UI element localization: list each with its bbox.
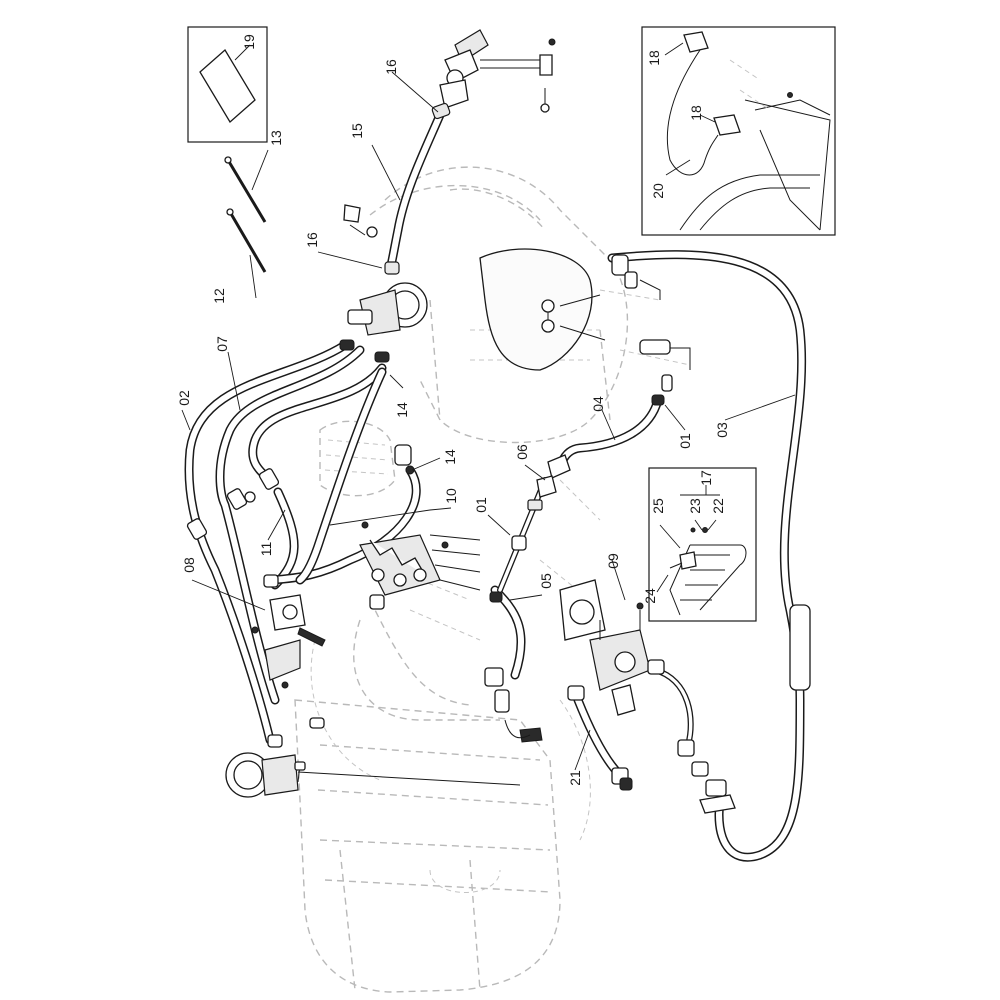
cable-tie-13 bbox=[224, 156, 267, 223]
lower-left-pump bbox=[225, 717, 521, 798]
hose-14-upper bbox=[295, 367, 387, 585]
callout-18-lower: 18 bbox=[688, 105, 704, 121]
hose-15 bbox=[385, 110, 445, 275]
hose-03 bbox=[607, 250, 811, 862]
inset-box-ladder bbox=[648, 467, 757, 622]
central-valve bbox=[339, 261, 428, 363]
fitting-11 bbox=[186, 468, 280, 540]
manifold-cluster bbox=[359, 521, 481, 610]
callout-16-lower: 16 bbox=[304, 232, 320, 248]
tank-fittings bbox=[479, 248, 691, 406]
callout-10: 10 bbox=[443, 488, 459, 504]
callout-14-upper: 14 bbox=[394, 402, 410, 418]
fitting-06 bbox=[489, 454, 571, 603]
hose-pump-lower bbox=[652, 667, 694, 748]
callout-13: 13 bbox=[268, 130, 284, 146]
callout-labels: 19 13 12 16 15 16 07 02 14 14 10 11 08 0… bbox=[176, 34, 730, 786]
leader-lines bbox=[181, 42, 796, 771]
valve-08 bbox=[251, 574, 326, 689]
callout-20: 20 bbox=[650, 183, 666, 199]
cable-tie-12 bbox=[226, 208, 267, 273]
ghost-lower-tank bbox=[294, 579, 591, 993]
hose-21 bbox=[573, 695, 625, 780]
pump-09 bbox=[559, 579, 665, 716]
callout-01-right: 01 bbox=[677, 433, 693, 449]
hose-11 bbox=[270, 487, 299, 590]
callout-18-top: 18 bbox=[646, 50, 662, 66]
callout-09: 09 bbox=[605, 553, 621, 569]
callout-25: 25 bbox=[650, 498, 666, 514]
hose-05 bbox=[490, 585, 526, 680]
fitting-14-lower bbox=[394, 444, 415, 475]
callout-11: 11 bbox=[258, 542, 274, 557]
hose-inner-loop bbox=[248, 363, 387, 485]
callout-14-lower: 14 bbox=[442, 449, 458, 465]
small-fittings-left bbox=[343, 204, 378, 238]
callout-24: 24 bbox=[642, 588, 658, 604]
nozzle-05 bbox=[484, 667, 543, 743]
callout-07: 07 bbox=[214, 336, 230, 352]
hose-07 bbox=[215, 345, 365, 705]
callout-12: 12 bbox=[211, 288, 227, 304]
callout-23: 23 bbox=[687, 498, 703, 514]
callout-15: 15 bbox=[349, 123, 365, 139]
inset-box-19 bbox=[187, 26, 268, 143]
callout-05: 05 bbox=[538, 573, 554, 589]
hose-04 bbox=[557, 395, 663, 467]
top-fitting-assembly bbox=[431, 29, 556, 120]
callout-03: 03 bbox=[714, 422, 730, 438]
inset-box-18-20 bbox=[641, 26, 836, 236]
callout-19: 19 bbox=[241, 34, 257, 50]
fitting-03-end bbox=[677, 739, 736, 814]
callout-16-top: 16 bbox=[383, 59, 399, 75]
callout-06: 06 bbox=[514, 444, 530, 460]
callout-21: 21 bbox=[567, 770, 583, 786]
ghost-right-lines bbox=[539, 289, 691, 601]
fitting-21 bbox=[567, 685, 633, 791]
pipe-01 bbox=[497, 477, 548, 593]
hose-02 bbox=[184, 340, 350, 745]
callout-01-left: 01 bbox=[473, 497, 489, 513]
callout-22: 22 bbox=[710, 498, 726, 514]
callout-17: 17 bbox=[698, 470, 714, 486]
callout-04: 04 bbox=[590, 396, 606, 412]
callout-08: 08 bbox=[181, 557, 197, 573]
callout-02: 02 bbox=[176, 390, 192, 406]
